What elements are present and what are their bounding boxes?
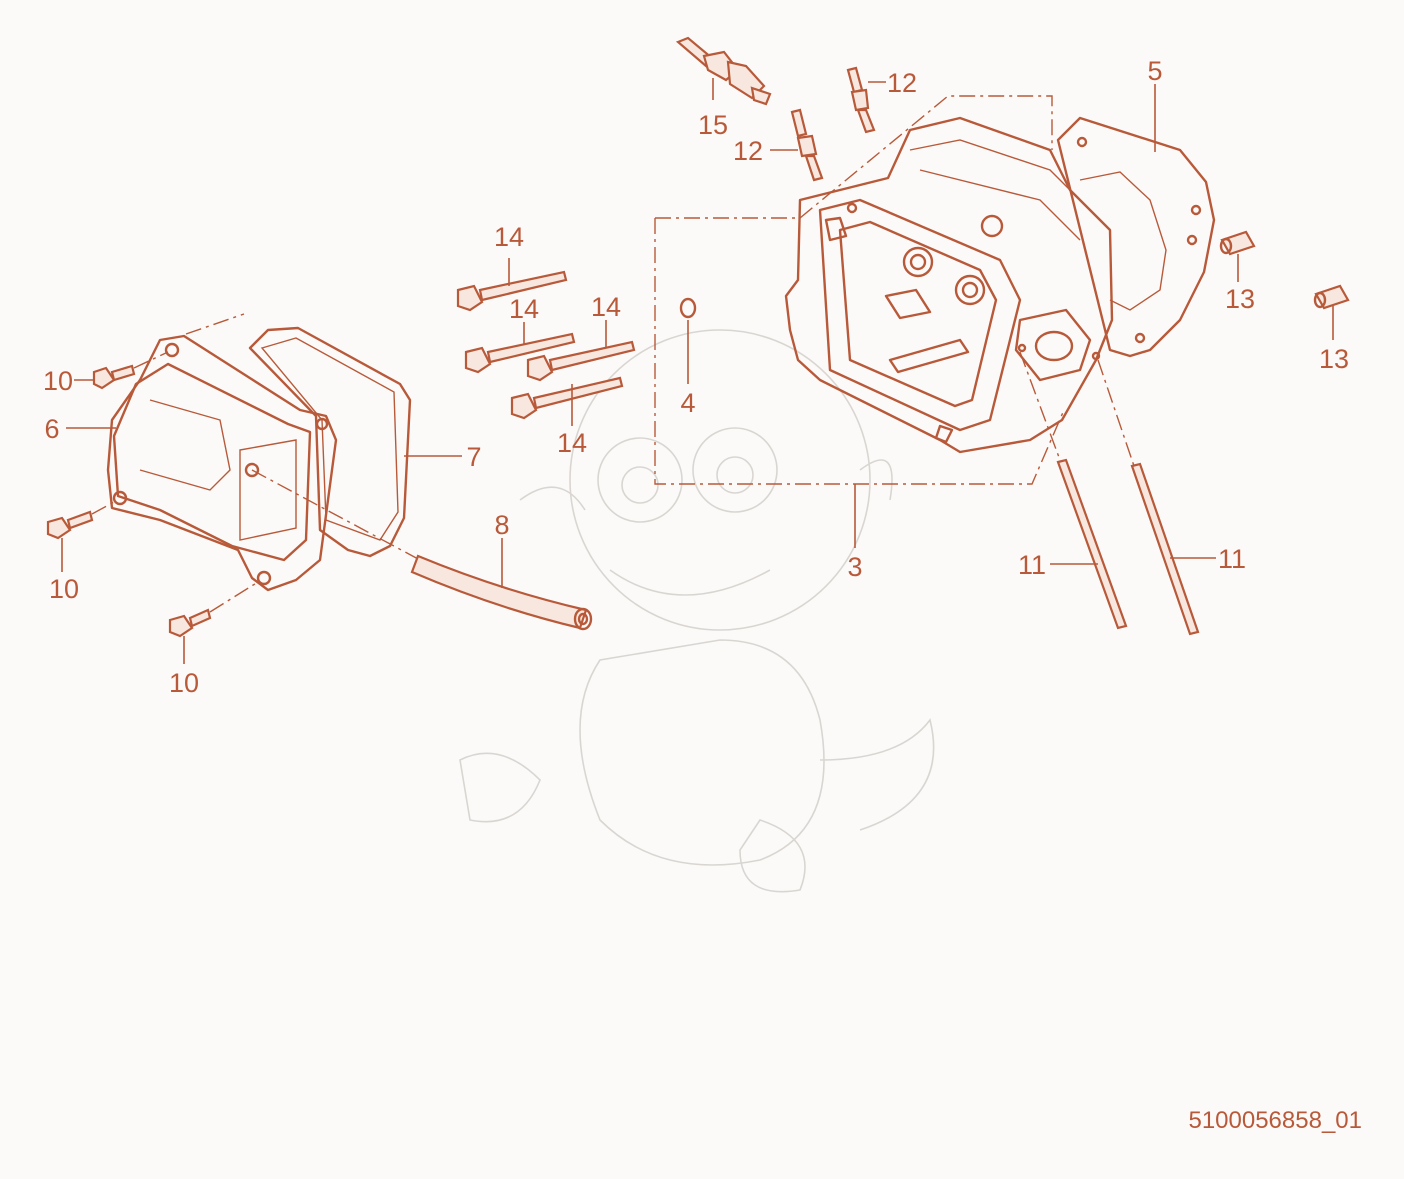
part-3-cylinder-head	[654, 95, 1114, 548]
part-13-sleeve-b	[1313, 284, 1350, 340]
drawing-code: 5100056858_01	[1188, 1107, 1362, 1134]
part-14-bolt-top	[456, 258, 568, 312]
callout-14-bottom: 14	[557, 428, 587, 458]
callout-13-b: 13	[1319, 344, 1349, 374]
part-13-sleeve-a	[1219, 230, 1256, 282]
callout-13-a: 13	[1225, 284, 1255, 314]
part-12-dowel-upper	[846, 66, 886, 134]
part-14-bolt-third	[526, 320, 636, 382]
callout-10-c: 10	[169, 668, 199, 698]
part-14-bolt-bottom	[510, 376, 624, 426]
watermark-mascot	[459, 329, 935, 893]
part-10-bolt-c	[168, 581, 259, 664]
part-10-bolt-b	[46, 501, 115, 572]
callout-10-b: 10	[49, 574, 79, 604]
part-8-breather-hose	[251, 469, 593, 631]
callout-10-a: 10	[43, 366, 73, 396]
callout-14-top: 14	[494, 222, 524, 252]
part-6-valve-cover	[66, 313, 338, 592]
part-11-stud-left	[1019, 351, 1128, 630]
callout-6: 6	[44, 414, 59, 444]
part-7-cover-gasket	[248, 326, 462, 558]
callout-3: 3	[847, 552, 862, 582]
part-14-bolt-second	[464, 322, 576, 374]
part-15-spark-plug	[675, 36, 772, 106]
callout-11-right: 11	[1218, 544, 1246, 574]
callout-15: 15	[698, 110, 728, 140]
callout-4: 4	[680, 388, 695, 418]
callout-12-lower: 12	[733, 136, 763, 166]
callout-12-upper: 12	[887, 68, 917, 98]
callout-7: 7	[466, 442, 481, 472]
callout-14-second: 14	[509, 294, 539, 324]
part-11-stud-right	[1097, 359, 1216, 636]
callout-11-left: 11	[1018, 550, 1046, 580]
part-10-bolt-a	[74, 351, 169, 390]
callout-8: 8	[494, 510, 509, 540]
part-4-ring	[679, 297, 697, 384]
callout-14-third: 14	[591, 292, 621, 322]
callout-5: 5	[1147, 56, 1162, 86]
part-12-dowel-lower	[770, 108, 824, 182]
part-5-head-gasket	[1056, 84, 1216, 358]
